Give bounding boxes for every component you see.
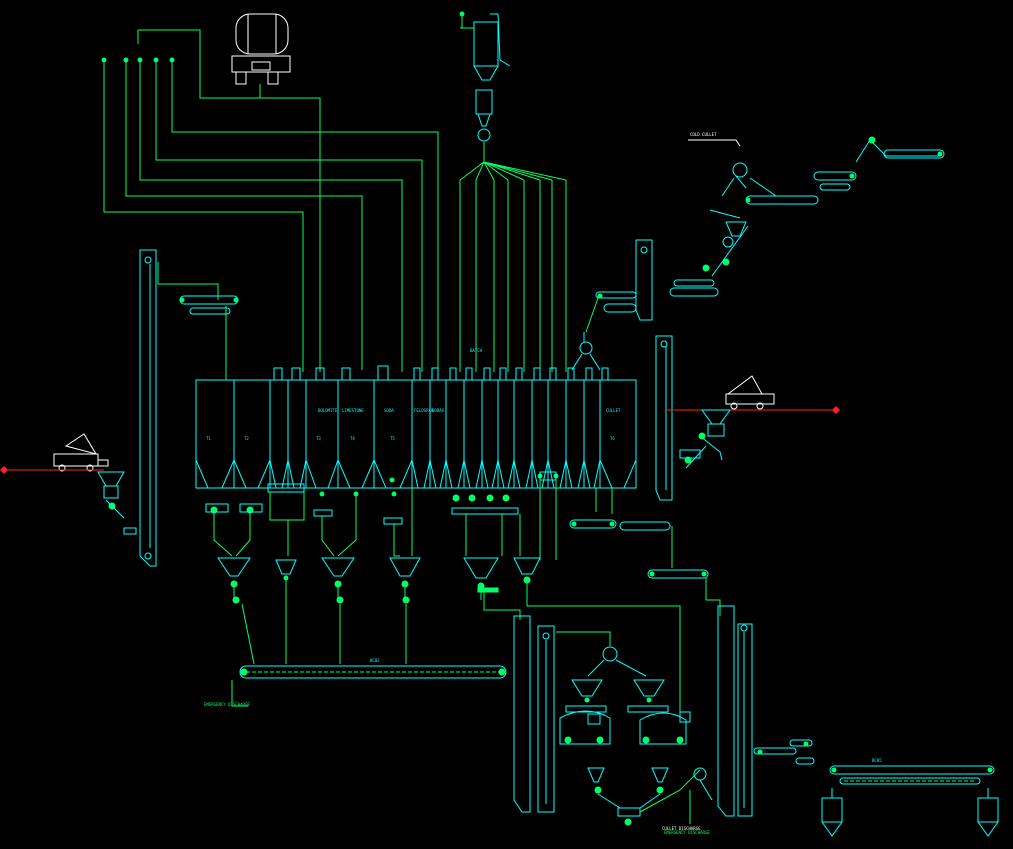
conveyor-top-left [179, 295, 239, 315]
truck-left [53, 433, 109, 472]
weigh-hoppers [217, 557, 681, 720]
svg-text:T2: T2 [244, 436, 249, 441]
svg-text:T3: T3 [316, 436, 321, 441]
diverter-mixers [556, 631, 647, 677]
cullet-crusher [669, 221, 749, 297]
feeders [205, 471, 559, 560]
conveyor-right-mid [595, 291, 637, 313]
mixer-1 [559, 679, 611, 794]
elevator-lower-left [513, 615, 555, 813]
label-limestone: LIMESTONE [342, 408, 364, 413]
svg-text:T6: T6 [610, 436, 615, 441]
label-cullet: CULLET [606, 408, 621, 413]
pneumatic-lines [103, 29, 439, 372]
boundary-marker-right [832, 406, 840, 414]
mixer-2 [627, 679, 691, 794]
elevator-lower-right [717, 605, 753, 817]
label-cullet-discharge: CULLET DISCHARGE [662, 826, 701, 831]
svg-text:T5: T5 [390, 436, 395, 441]
silo-bank: DOLOMITE LIMESTONE SODA FELDSPAR BORAX C… [195, 365, 637, 489]
label-batch-conveyor: BC05 [872, 758, 882, 763]
unload-hopper-left [97, 471, 137, 535]
label-dolomite: DOLOMITE [318, 408, 338, 413]
label-cold-cullet: COLD CULLET [690, 132, 717, 137]
boundary-marker-left [0, 466, 8, 474]
label-emergency-discharge-1: EMERGENCY DISCHARGE [204, 702, 250, 707]
label-borax: BORAX [432, 408, 445, 413]
batch-transfer-conveyors: BC05 [753, 739, 995, 785]
cold-cullet-line: COLD CULLET [688, 132, 945, 219]
truck-right [725, 375, 775, 410]
label-feldspar: FELDSPAR [414, 408, 434, 413]
label-batch: BATCH [470, 348, 483, 353]
tanker-truck [231, 13, 291, 85]
elevator-left [139, 249, 157, 567]
furnace-bins [821, 788, 999, 837]
conveyors-under-right-silos [569, 488, 721, 616]
svg-text:T4: T4 [350, 436, 355, 441]
diverter-cullet-discharge: CULLET DISCHARGE [662, 767, 713, 831]
mixer-collector [597, 769, 701, 826]
distributor-fan [459, 142, 567, 372]
unload-hopper-right [679, 409, 731, 469]
conveyor-label: BC02 [370, 658, 380, 663]
line-valves [101, 57, 175, 63]
bag-dump-station [459, 11, 511, 142]
elevator-left-links [157, 262, 227, 380]
label-soda: SODA [384, 408, 394, 413]
label-emergency-discharge-2: EMERGENCY DISCHARGE [664, 830, 710, 835]
diverter-top [571, 297, 601, 371]
elevator-right [635, 239, 673, 501]
svg-text:T1: T1 [206, 436, 211, 441]
batch-collecting-conveyor: BC02 EMERGENCY DISCHARGE [204, 658, 507, 707]
